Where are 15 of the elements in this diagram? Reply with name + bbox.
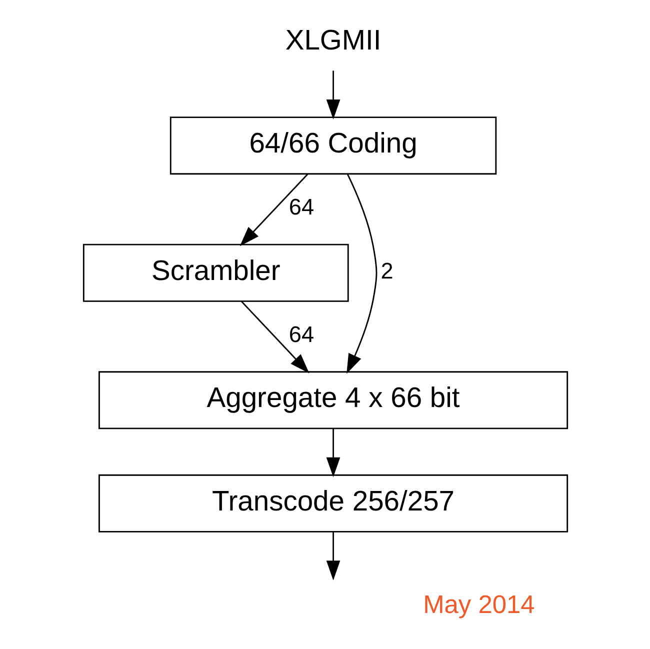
edge-label: 64 xyxy=(288,194,314,220)
arrow xyxy=(326,532,340,580)
arrow xyxy=(326,428,340,478)
edge-label: 2 xyxy=(380,258,393,284)
arrow xyxy=(239,174,308,246)
arrow xyxy=(240,300,309,374)
edge-label: 64 xyxy=(288,322,314,347)
node-box: Scrambler xyxy=(82,244,348,302)
node-box: 64/66 Coding xyxy=(169,116,496,175)
node-box: Aggregate 4 x 66 bit xyxy=(98,371,568,430)
node-text: XLGMII xyxy=(284,23,381,56)
node-box: Transcode 256/257 xyxy=(98,474,568,532)
label: May 2014 xyxy=(422,590,534,619)
arrow xyxy=(346,174,377,374)
arrow xyxy=(326,70,340,120)
